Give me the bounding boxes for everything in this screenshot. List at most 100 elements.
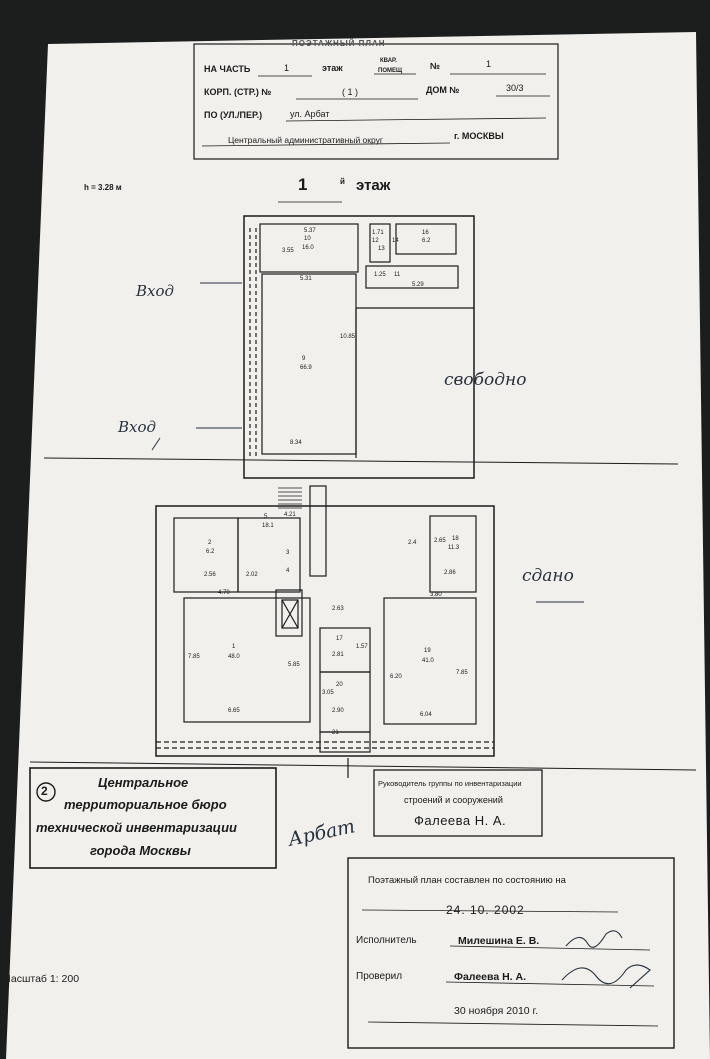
room-number: 9: [302, 356, 306, 362]
na-chast-label: НА ЧАСТЬ: [204, 64, 251, 74]
bureau-line-4: города Москвы: [90, 843, 191, 858]
dimension-label: 3.80: [430, 592, 442, 598]
signature-executor: [565, 930, 623, 948]
dom-label: ДОМ №: [426, 85, 460, 95]
handwritten-free: свободно: [444, 370, 527, 390]
room-number: 4: [286, 568, 290, 574]
header-top-title: ПОЭТАЖНЫЙ ПЛАН: [292, 39, 386, 48]
dimension-label: 5.29: [412, 282, 424, 288]
dimension-label: 1.71: [372, 230, 384, 236]
compiled-date: 24. 10. 2002: [446, 903, 525, 917]
dimension-label: 5.31: [300, 276, 312, 282]
divider-line-1: [43, 457, 679, 465]
room-area: 66.9: [300, 365, 312, 371]
dimension-label: 2.56: [204, 572, 216, 578]
checked-label: Проверил: [356, 971, 403, 982]
dimension-label: 7.85: [456, 670, 468, 676]
room-area: 6.2: [206, 549, 215, 555]
korp-label: КОРП. (СТР.) №: [204, 87, 272, 97]
room-area: 13: [378, 246, 385, 252]
dimension-label: 2.81: [332, 652, 344, 658]
okrug-value: Центральный административный округ: [228, 135, 383, 145]
bureau-line-3: технической инвентаризации: [36, 820, 237, 835]
room-number: 3: [286, 550, 290, 556]
room-area: 6.2: [422, 238, 431, 244]
head-stamp-box: [373, 769, 543, 837]
handwritten-entrance-top: Вход: [136, 282, 175, 300]
room-number: 21: [332, 730, 339, 736]
floor-suffix: й: [340, 177, 345, 186]
bureau-number: 2: [41, 784, 48, 798]
room-number: 5: [264, 514, 268, 520]
room-area: 16.0: [302, 245, 314, 251]
checked-name: Фалеева Н. А.: [454, 971, 527, 983]
dimension-label: 2.02: [246, 572, 258, 578]
handwritten-rented: сдано: [522, 566, 574, 586]
room-number: 18: [452, 536, 459, 542]
plan-top-block: [243, 215, 475, 479]
dimension-label: 2.86: [444, 570, 456, 576]
dimension-label: 4.21: [284, 512, 296, 518]
room-area: 41.0: [422, 658, 434, 664]
room-number: 16: [422, 230, 429, 236]
executor-label: Исполнитель: [356, 935, 417, 946]
dimension-label: 6.20: [390, 674, 402, 680]
room-number: 20: [336, 682, 343, 688]
na-chast-value: 1: [284, 63, 290, 73]
street-value: ул. Арбат: [290, 109, 330, 119]
etazh-label: этаж: [322, 63, 343, 73]
dimension-label: 1.25: [374, 272, 386, 278]
divider-line-2: [29, 761, 697, 771]
dom-value: 30/3: [506, 83, 524, 93]
paper-drawing: [6, 32, 710, 1059]
dimension-label: 1.57: [356, 644, 368, 650]
street-label: ПО (УЛ./ПЕР.): [204, 110, 263, 120]
city-value: г. МОСКВЫ: [454, 131, 504, 141]
room-number: 10: [304, 236, 311, 242]
plan-bottom-block: [155, 505, 495, 757]
korp-value: ( 1 ): [342, 87, 359, 97]
number-label: №: [430, 61, 441, 71]
dimension-label: 5.85: [288, 662, 300, 668]
room-number: 19: [424, 648, 431, 654]
dimension-label: 3.55: [282, 248, 294, 254]
room-number: 1: [232, 644, 236, 650]
dimension-label: 2.65: [434, 538, 446, 544]
room-area: 18.1: [262, 523, 274, 529]
floor-plan-document: ПОЭТАЖНЫЙ ПЛАН НА ЧАСТЬ 1 этаж КВАР. ПОМ…: [6, 18, 710, 1059]
room-number: 2: [208, 540, 212, 546]
head-stamp-name: Фалеева Н. А.: [414, 813, 507, 828]
room-area: 48.0: [228, 654, 240, 660]
dimension-label: 3.05: [322, 690, 334, 696]
floor-number: 1: [298, 175, 308, 194]
final-date: 30 ноября 2010 г.: [454, 1005, 538, 1017]
dimension-label: 8.34: [290, 440, 302, 446]
executor-name: Милешина Е. В.: [458, 935, 540, 947]
paper-sheet: [6, 32, 710, 1059]
dimension-label: 6.65: [228, 708, 240, 714]
room-area: 11.3: [448, 545, 460, 551]
pomeshch-label: ПОМЕЩ: [378, 68, 403, 74]
head-stamp-line-1: Руководитель группы по инвентаризации: [378, 779, 522, 788]
height-label: h = 3.28 м: [84, 183, 122, 192]
room-number: 17: [336, 636, 343, 642]
compiled-label: Поэтажный план составлен по состоянию на: [368, 875, 566, 886]
scale-label: Масштаб 1: 200: [6, 973, 80, 985]
bureau-stamp-box: [29, 767, 277, 869]
dimension-label: 2.4: [408, 540, 417, 546]
bureau-line-2: территориальное бюро: [64, 797, 227, 812]
dimension-label: 10.85: [340, 334, 356, 340]
floor-word: этаж: [356, 177, 391, 194]
head-stamp-line-2: строений и сооружений: [404, 795, 503, 805]
signature-box: [347, 857, 675, 1049]
dimension-label: 4.70: [218, 590, 230, 596]
number-value: 1: [486, 59, 492, 69]
room-number: 11: [394, 272, 401, 278]
room-number: 12: [372, 238, 379, 244]
handwritten-entrance-mid: Вход: [118, 418, 157, 436]
room-number: 14: [392, 238, 399, 244]
dimension-label: 2.90: [332, 708, 344, 714]
bureau-line-1: Центральное: [98, 775, 189, 790]
kvar-label: КВАР.: [380, 58, 397, 64]
dimension-label: 5.37: [304, 228, 316, 234]
